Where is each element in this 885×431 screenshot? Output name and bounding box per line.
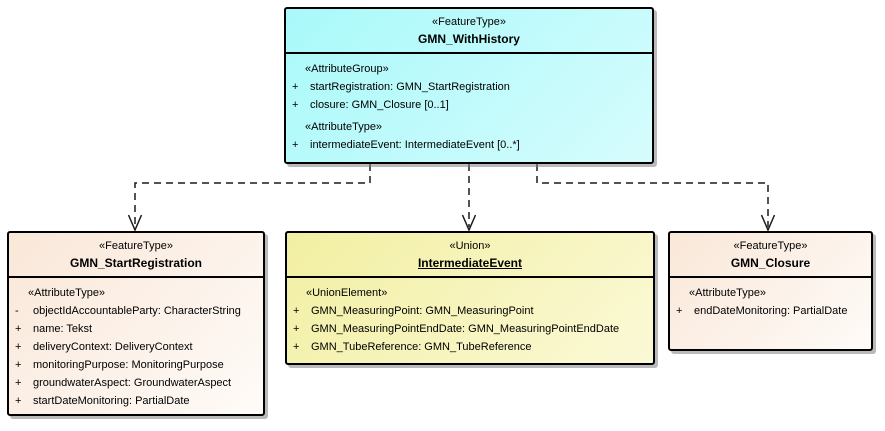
class-header: «FeatureType» GMN_StartRegistration: [9, 233, 263, 278]
class-body: «AttributeType» - objectIdAccountablePar…: [9, 278, 263, 410]
visibility-marker: -: [15, 305, 19, 317]
attribute-row[interactable]: + startRegistration: GMN_StartRegistrati…: [286, 78, 652, 96]
class-gmn-withhistory[interactable]: «FeatureType» GMN_WithHistory «Attribute…: [284, 7, 654, 164]
class-body: «UnionElement» + GMN_MeasuringPoint: GMN…: [287, 278, 653, 356]
attribute-row[interactable]: + intermediateEvent: IntermediateEvent […: [286, 136, 652, 154]
visibility-marker: +: [293, 341, 300, 353]
attribute-text: deliveryContext: DeliveryContext: [33, 341, 193, 353]
attribute-row[interactable]: - objectIdAccountableParty: CharacterStr…: [9, 302, 263, 320]
attribute-group-stereotype: «AttributeType»: [28, 287, 106, 299]
attribute-text: GMN_MeasuringPoint: GMN_MeasuringPoint: [311, 305, 534, 317]
open-arrowhead-icon: [461, 214, 477, 232]
open-arrowhead-icon: [760, 214, 776, 232]
class-gmn-closure[interactable]: «FeatureType» GMN_Closure «AttributeType…: [668, 231, 873, 351]
connector-withhistory-to-closure[interactable]: [536, 164, 776, 232]
visibility-marker: +: [292, 81, 299, 93]
connector-withhistory-to-intermediateevent[interactable]: [461, 164, 477, 232]
class-stereotype: «FeatureType»: [733, 240, 808, 252]
attribute-row[interactable]: + name: Tekst: [9, 320, 263, 338]
visibility-marker: +: [293, 323, 300, 335]
attribute-text: GMN_TubeReference: GMN_TubeReference: [311, 341, 532, 353]
attribute-row[interactable]: + GMN_MeasuringPointEndDate: GMN_Measuri…: [287, 320, 653, 338]
attribute-text: closure: GMN_Closure [0..1]: [310, 99, 449, 111]
class-header: «FeatureType» GMN_WithHistory: [286, 9, 652, 54]
class-name: IntermediateEvent: [417, 256, 523, 270]
attribute-text: groundwaterAspect: GroundwaterAspect: [33, 377, 232, 389]
visibility-marker: +: [15, 395, 22, 407]
attribute-row[interactable]: + groundwaterAspect: GroundwaterAspect: [9, 374, 263, 392]
class-gmn-startregistration[interactable]: «FeatureType» GMN_StartRegistration «Att…: [7, 231, 265, 416]
attribute-text: GMN_MeasuringPointEndDate: GMN_Measuring…: [311, 323, 620, 335]
attribute-group-stereotype: «AttributeType»: [689, 287, 767, 299]
attribute-row[interactable]: + closure: GMN_Closure [0..1]: [286, 96, 652, 114]
class-stereotype: «FeatureType»: [99, 240, 173, 252]
attribute-text: startRegistration: GMN_StartRegistration: [310, 81, 510, 93]
visibility-marker: +: [293, 305, 300, 317]
attribute-row[interactable]: + GMN_TubeReference: GMN_TubeReference: [287, 338, 653, 356]
attribute-text: endDateMonitoring: PartialDate: [694, 305, 848, 317]
class-name: GMN_WithHistory: [418, 32, 520, 46]
attribute-row[interactable]: + startDateMonitoring: PartialDate: [9, 392, 263, 410]
attribute-group-stereotype: «AttributeGroup»: [305, 63, 389, 75]
visibility-marker: +: [15, 359, 22, 371]
attribute-row[interactable]: + monitoringPurpose: MonitoringPurpose: [9, 356, 263, 374]
class-header: «Union» IntermediateEvent: [287, 233, 653, 278]
open-arrowhead-icon: [127, 214, 143, 232]
class-name: GMN_StartRegistration: [69, 256, 203, 270]
class-intermediateevent[interactable]: «Union» IntermediateEvent «UnionElement»…: [285, 231, 655, 365]
visibility-marker: +: [15, 323, 22, 335]
visibility-marker: +: [15, 377, 22, 389]
attribute-text: startDateMonitoring: PartialDate: [33, 395, 190, 407]
class-name: GMN_Closure: [730, 256, 811, 270]
attribute-text: objectIdAccountableParty: CharacterStrin…: [33, 305, 241, 317]
attribute-group-stereotype: «UnionElement»: [306, 287, 388, 299]
attribute-group-stereotype: «AttributeType»: [305, 121, 383, 133]
attribute-text: intermediateEvent: IntermediateEvent [0.…: [310, 139, 520, 151]
attribute-text: monitoringPurpose: MonitoringPurpose: [33, 359, 224, 371]
visibility-marker: +: [676, 305, 683, 317]
connector-withhistory-to-startregistration[interactable]: [127, 164, 371, 232]
class-body: «AttributeGroup» + startRegistration: GM…: [286, 54, 652, 154]
class-stereotype: «FeatureType»: [432, 16, 506, 28]
visibility-marker: +: [15, 341, 22, 353]
attribute-row[interactable]: + deliveryContext: DeliveryContext: [9, 338, 263, 356]
visibility-marker: +: [292, 139, 299, 151]
class-stereotype: «Union»: [449, 240, 491, 252]
attribute-row[interactable]: + endDateMonitoring: PartialDate: [670, 302, 871, 320]
visibility-marker: +: [292, 99, 299, 111]
attribute-row[interactable]: + GMN_MeasuringPoint: GMN_MeasuringPoint: [287, 302, 653, 320]
class-body: «AttributeType» + endDateMonitoring: Par…: [670, 278, 871, 320]
attribute-text: name: Tekst: [33, 323, 93, 335]
class-header: «FeatureType» GMN_Closure: [670, 233, 871, 278]
